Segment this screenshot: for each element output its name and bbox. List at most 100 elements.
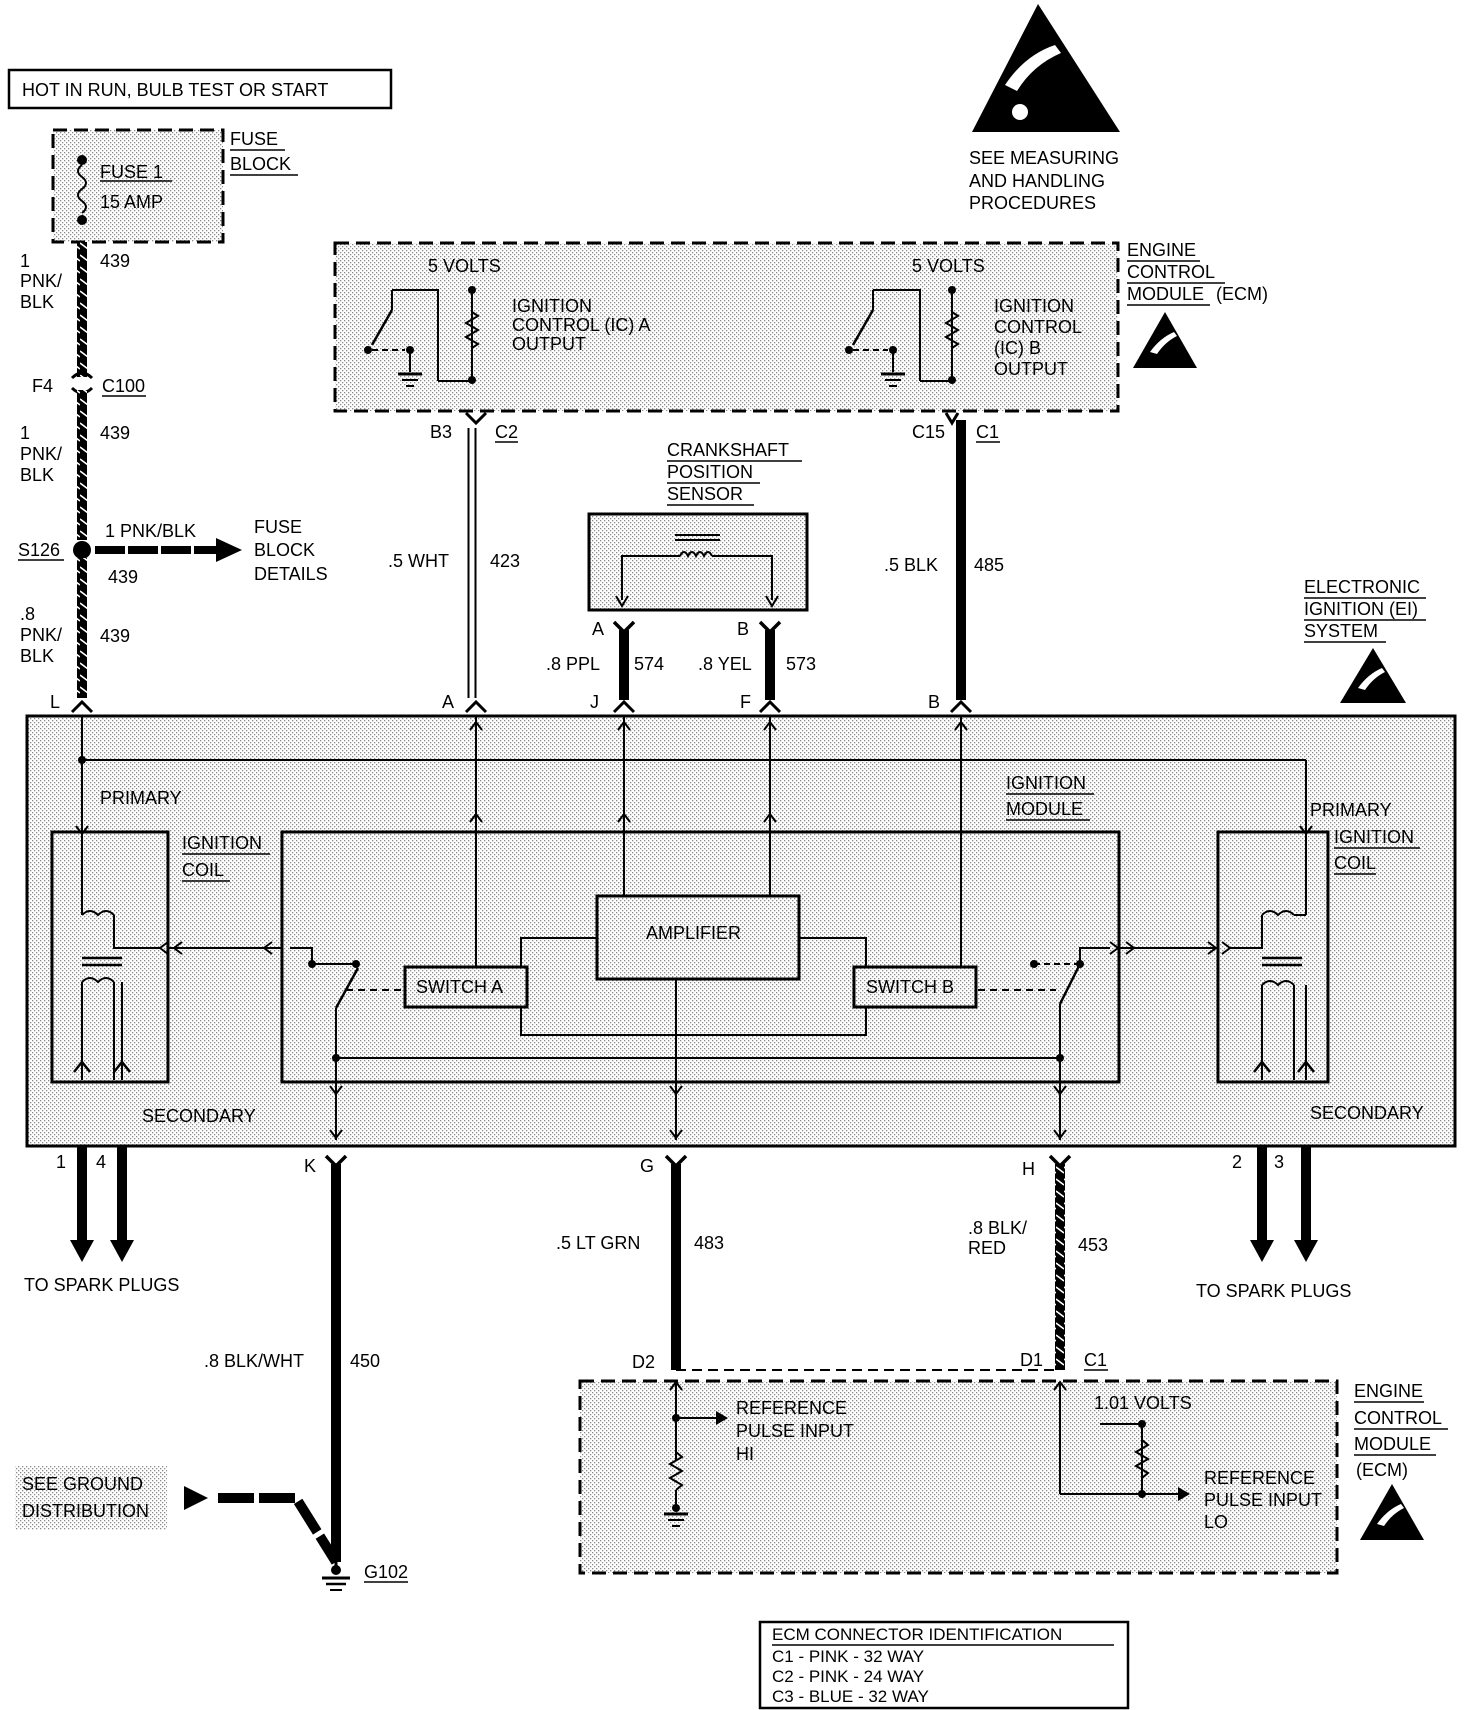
splice-branch-circuit: 439: [108, 567, 138, 587]
fuse-block-title-2: BLOCK: [230, 154, 291, 174]
ref-lo-gauge-2: RED: [968, 1238, 1006, 1258]
crank-sensor-title-1: CRANKSHAFT: [667, 440, 789, 460]
power-label: HOT IN RUN, BULB TEST OR START: [22, 80, 328, 100]
pin-h: H: [1022, 1159, 1035, 1179]
pin-g: G: [640, 1156, 654, 1176]
ref-hi-wire: [664, 1154, 688, 1370]
ecm-bottom-title-4: (ECM): [1356, 1460, 1408, 1480]
crank-sensor-title-2: POSITION: [667, 462, 753, 482]
sensor-pin-a: A: [592, 619, 604, 639]
ignition-module-2: MODULE: [1006, 799, 1083, 819]
ic-b-gauge: .5 BLK: [884, 555, 938, 575]
ecm-volts-b: 5 VOLTS: [912, 256, 985, 276]
ignition-coil-right: [1216, 830, 1330, 1084]
ecm-top: 5 VOLTS IGNITION CONTROL (IC) A OUTPUT 5…: [333, 240, 1268, 413]
esd-icon-ecm-top: [1133, 312, 1197, 368]
ecm-ref-hi-3: HI: [736, 1444, 754, 1464]
ecm-output-a-1: IGNITION: [512, 296, 592, 316]
ecm-top-title-3: MODULE: [1127, 284, 1204, 304]
power-label-box: HOT IN RUN, BULB TEST OR START: [7, 68, 393, 110]
switch-b: [852, 965, 978, 1009]
ic-b-wire: [944, 412, 966, 700]
ecm-bottom-volts: 1.01 VOLTS: [1094, 1393, 1192, 1413]
feed-upper-circuit: 439: [100, 251, 130, 271]
pin-k: K: [304, 1156, 316, 1176]
connector-c2: C2: [495, 422, 518, 442]
esd-icon-ei: [1340, 648, 1406, 703]
ei-system-3: SYSTEM: [1304, 621, 1378, 641]
feed-wire: [70, 242, 242, 698]
feed-upper-gauge-3: BLK: [20, 292, 54, 312]
feed-lower-gauge-3: BLK: [20, 465, 54, 485]
ei-system-1: ELECTRONIC: [1304, 577, 1420, 597]
connector-d1: D1: [1020, 1350, 1043, 1370]
ckp-b-gauge: .8 YEL: [698, 654, 752, 674]
feed-module-circuit: 439: [100, 626, 130, 646]
ref-lo-wire: [1048, 1154, 1072, 1370]
esd-warning: SEE MEASURING AND HANDLING PROCEDURES: [969, 4, 1120, 213]
connector-s126: S126: [18, 540, 60, 560]
ignition-module-1: IGNITION: [1006, 773, 1086, 793]
secondary-right: SECONDARY: [1310, 1103, 1424, 1123]
primary-left: PRIMARY: [100, 788, 182, 808]
ground-dist-2: DISTRIBUTION: [22, 1501, 149, 1521]
ignition-system-housing: [25, 699, 1457, 1148]
ground-dist-box: SEE GROUND DISTRIBUTION: [15, 1466, 167, 1530]
pin-b: B: [928, 692, 940, 712]
connector-c15: C15: [912, 422, 945, 442]
pin-f: F: [740, 692, 751, 712]
spark-leads-right: [1250, 1146, 1318, 1262]
ground-dist-1: SEE GROUND: [22, 1474, 143, 1494]
feed-module-gauge-3: BLK: [20, 646, 54, 666]
spark-leads-left: [70, 1146, 134, 1262]
switch-b-label: SWITCH B: [866, 977, 954, 997]
ckp-b-circuit: 573: [786, 654, 816, 674]
ignition-coil-left: [50, 830, 170, 1084]
ecm-output-a-3: OUTPUT: [512, 334, 586, 354]
esd-warning-icon: [972, 4, 1120, 132]
ckp-a-gauge: .8 PPL: [546, 654, 600, 674]
pin-4: 4: [96, 1152, 106, 1172]
primary-right: PRIMARY: [1310, 800, 1392, 820]
connector-table-title: ECM CONNECTOR IDENTIFICATION: [772, 1625, 1062, 1644]
fuse-name: FUSE 1: [100, 162, 163, 182]
ic-a-circuit: 423: [490, 551, 520, 571]
feed-module-gauge-2: PNK/: [20, 625, 62, 645]
splice-branch-gauge: 1 PNK/BLK: [105, 521, 196, 541]
ecm-ref-lo-3: LO: [1204, 1512, 1228, 1532]
connector-d2: D2: [632, 1352, 655, 1372]
warning-line-1: SEE MEASURING: [969, 148, 1119, 168]
ground-gauge: .8 BLK/WHT: [204, 1351, 304, 1371]
pin-j: J: [590, 692, 599, 712]
warning-line-2: AND HANDLING: [969, 171, 1105, 191]
coil-left-1: IGNITION: [182, 833, 262, 853]
feed-module-gauge-1: .8: [20, 604, 35, 624]
connector-c1-top: C1: [976, 422, 999, 442]
ecm-ref-lo-2: PULSE INPUT: [1204, 1490, 1322, 1510]
feed-lower-circuit: 439: [100, 423, 130, 443]
crank-sensor-title-3: SENSOR: [667, 484, 743, 504]
esd-icon-ecm-bottom: [1360, 1484, 1424, 1540]
sensor-pin-b: B: [737, 619, 749, 639]
connector-table-row-1: C1 - PINK - 32 WAY: [772, 1647, 924, 1666]
ref-lo-gauge-1: .8 BLK/: [968, 1218, 1027, 1238]
ground-circuit: 450: [350, 1351, 380, 1371]
ecm-bottom-title-1: ENGINE: [1354, 1381, 1423, 1401]
ecm-top-title-suffix: (ECM): [1216, 284, 1268, 304]
connector-c1-bottom: C1: [1084, 1350, 1107, 1370]
feed-lower-gauge-1: 1: [20, 423, 30, 443]
ecm-top-title-2: CONTROL: [1127, 262, 1215, 282]
fuse-rating: 15 AMP: [100, 192, 163, 212]
ecm-bottom-title-3: MODULE: [1354, 1434, 1431, 1454]
ecm-bottom: REFERENCE PULSE INPUT HI 1.01 VOLTS REFE…: [578, 1369, 1339, 1575]
ref-hi-circuit: 483: [694, 1233, 724, 1253]
pin-2: 2: [1232, 1152, 1242, 1172]
connector-c100: C100: [102, 376, 145, 396]
connector-table-row-3: C3 - BLUE - 32 WAY: [772, 1687, 929, 1706]
connector-b3: B3: [430, 422, 452, 442]
ecm-output-b-4: OUTPUT: [994, 359, 1068, 379]
spark-left: TO SPARK PLUGS: [24, 1275, 179, 1295]
crankshaft-sensor: [587, 512, 809, 612]
feed-upper-gauge-1: 1: [20, 251, 30, 271]
